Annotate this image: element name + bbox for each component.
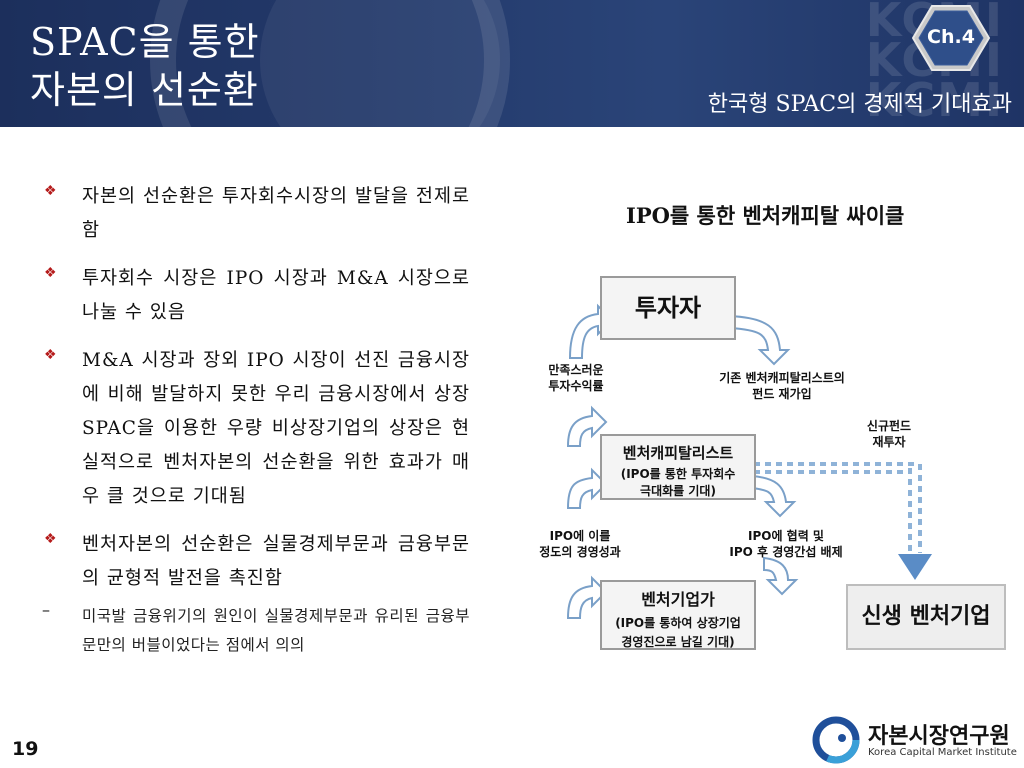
curved-arrow-icon bbox=[729, 314, 791, 366]
page-number: 19 bbox=[12, 738, 39, 760]
arrowhead-icon bbox=[898, 554, 932, 580]
dashed-arrow bbox=[754, 462, 922, 553]
kcmi-logo-icon bbox=[812, 716, 860, 764]
section-subtitle: 한국형 SPAC의 경제적 기대효과 bbox=[707, 92, 1012, 117]
curved-arrow-icon bbox=[566, 575, 608, 619]
curved-arrow-icon bbox=[566, 467, 608, 509]
investor-label: 투자자 bbox=[634, 294, 702, 322]
diamond-bullet-icon: ❖ bbox=[44, 531, 57, 547]
diamond-bullet-icon: ❖ bbox=[44, 265, 57, 281]
list-item: ❖ 벤처자본의 선순환은 실물경제부문과 금융부문의 균형적 발전을 촉진함 bbox=[38, 528, 470, 596]
vc-cycle-diagram: 투자자 벤처캐피탈리스트 (IPO를 통한 투자회수 극대화를 기대) 벤처기업… bbox=[520, 258, 1020, 658]
list-item: ❖ 자본의 선순환은 투자회수시장의 발달을 전제로 함 bbox=[38, 180, 470, 248]
venture-entrepreneur-box: 벤처기업가 (IPO를 통하여 상장기업 경영진으로 남길 기대) bbox=[600, 580, 756, 650]
bullet-list: ❖ 자본의 선순환은 투자회수시장의 발달을 전제로 함 ❖ 투자회수 시장은 … bbox=[38, 180, 470, 660]
institute-logo: 자본시장연구원 Korea Capital Market Institute bbox=[812, 716, 1017, 764]
header-swoosh bbox=[150, 0, 510, 127]
bullet-text: 벤처자본의 선순환은 실물경제부문과 금융부문의 균형적 발전을 촉진함 bbox=[82, 534, 470, 589]
curved-arrow-icon bbox=[763, 556, 799, 596]
sub-note-text: 미국발 금융위기의 원인이 실물경제부문과 유리된 금융부문만의 버블이었다는 … bbox=[82, 607, 470, 654]
chapter-badge-label: Ch.4 bbox=[927, 26, 975, 48]
venture-capitalist-box: 벤처캐피탈리스트 (IPO를 통한 투자회수 극대화를 기대) bbox=[600, 434, 756, 500]
new-venture-box: 신생 벤처기업 bbox=[846, 584, 1006, 650]
page-title-line2: 자본의 선순환 bbox=[30, 68, 259, 112]
label-new-fund: 신규펀드 재투자 bbox=[866, 419, 912, 449]
investor-box: 투자자 bbox=[600, 276, 736, 340]
bullet-text: M&A 시장과 장외 IPO 시장이 선진 금융시장에 비해 발달하지 못한 우… bbox=[82, 350, 470, 507]
diamond-bullet-icon: ❖ bbox=[44, 347, 57, 363]
label-fund-rejoin: 기존 벤처캐피탈리스트의 펀드 재가입 bbox=[719, 371, 845, 401]
diamond-bullet-icon: ❖ bbox=[44, 183, 57, 199]
bullet-text: 투자회수 시장은 IPO 시장과 M&A 시장으로 나눌 수 있음 bbox=[82, 268, 470, 323]
list-item: ❖ 투자회수 시장은 IPO 시장과 M&A 시장으로 나눌 수 있음 bbox=[38, 262, 470, 330]
diagram-title: IPO를 통한 벤처캐피탈 싸이클 bbox=[626, 203, 905, 228]
label-ipo-performance: IPO에 이를 정도의 경영성과 bbox=[539, 529, 621, 559]
list-item: ❖ M&A 시장과 장외 IPO 시장이 선진 금융시장에 비해 발달하지 못한… bbox=[38, 344, 470, 514]
page-title: SPAC을 통한 자본의 선순환 bbox=[30, 18, 260, 114]
chapter-badge: Ch.4 bbox=[911, 4, 991, 72]
dash-bullet-icon: – bbox=[42, 600, 50, 619]
hexagon-icon bbox=[911, 5, 991, 71]
curved-arrow-icon bbox=[566, 405, 608, 447]
curved-arrow-icon bbox=[751, 474, 797, 518]
sub-note: – 미국발 금융위기의 원인이 실물경제부문과 유리된 금융부문만의 버블이었다… bbox=[38, 600, 470, 660]
header-swoosh bbox=[260, 0, 500, 127]
logo-korean-name: 자본시장연구원 bbox=[868, 724, 1010, 749]
bullet-text: 자본의 선순환은 투자회수시장의 발달을 전제로 함 bbox=[82, 186, 470, 241]
label-ipo-cooperation: IPO에 협력 및 IPO 후 경영간섭 배제 bbox=[729, 529, 843, 559]
logo-english-name: Korea Capital Market Institute bbox=[868, 747, 1017, 758]
page-title-line1: SPAC을 통한 bbox=[30, 20, 260, 64]
label-satisfying-return: 만족스러운 투자수익률 bbox=[548, 363, 604, 393]
